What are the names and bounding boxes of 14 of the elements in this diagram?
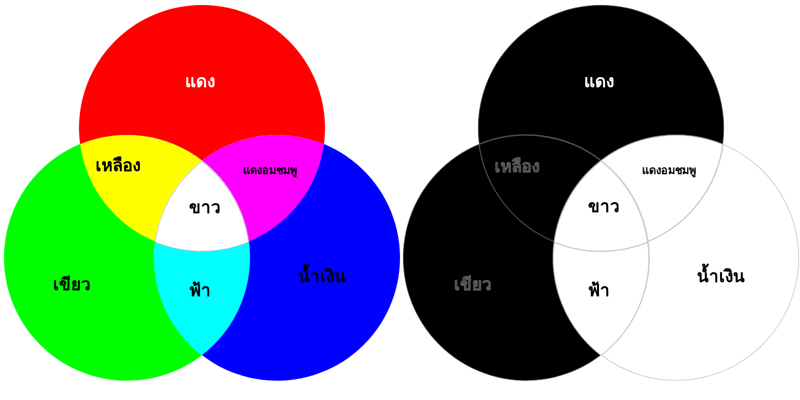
region-label: แดง: [184, 72, 215, 93]
overlap-region: [154, 242, 250, 356]
region-label: ฟ้า: [188, 282, 211, 302]
region-label: ฟ้า: [588, 282, 610, 302]
region-label: เขียว: [52, 276, 91, 296]
region-label: เหลือง: [494, 158, 540, 178]
region-label: ขาว: [588, 198, 620, 218]
region-label: ขาว: [188, 198, 221, 219]
region-label: แดง: [584, 72, 614, 93]
overlap-region: [552, 242, 649, 356]
region-label: เขียว: [454, 276, 492, 296]
region-label: เหลือง: [95, 156, 140, 177]
region-label: แดงอมชมพู: [243, 165, 297, 178]
region-label: แดงอมชมพู: [642, 165, 696, 178]
